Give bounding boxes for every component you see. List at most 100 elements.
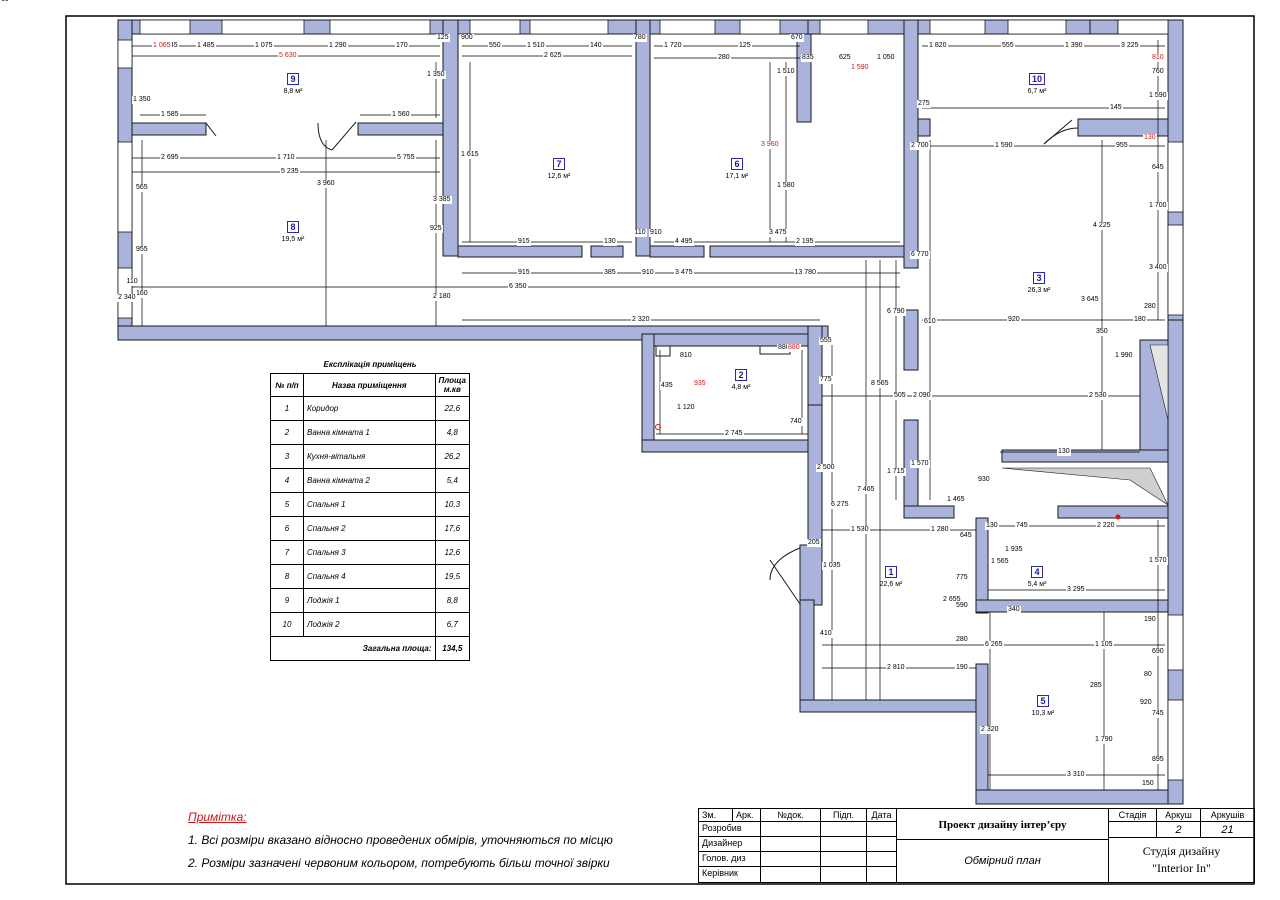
dimension-label: 4 225 [1092,222,1112,230]
total-label: Загальна площа: [270,636,436,661]
tb-studio: Студія дизайну "Interior In" [1109,838,1255,883]
dimension-label: 435 [660,382,674,390]
dimension-label: 150 [1141,780,1155,788]
room-number: 4 [1031,566,1043,578]
notes-title: Примітка: [188,810,247,824]
row-number: 4 [270,468,304,493]
dimension-label: 2 745 [724,430,744,438]
dimension-label: 145 [1109,104,1123,112]
dimension-label: 895 [1151,756,1165,764]
dimension-label-red: 935 [693,380,707,388]
tb-col-doc: №док. [761,808,821,822]
dimension-label: 955 [1115,142,1129,150]
room-name: Лоджія 2 [303,612,436,637]
room-area-value: 26,2 [434,444,471,469]
dimension-label: 3 475 [674,269,694,277]
dimension-label: 3 475 [768,229,788,237]
dimension-label: 280 [955,636,969,644]
room-number: 7 [553,158,565,170]
room-area-value: 4,8 [434,420,471,445]
dimension-label: 410 [819,630,833,638]
dimension-label: 1 935 [1004,546,1024,554]
tb-sheet-value: 2 [1157,822,1201,838]
dimension-label: 7 465 [856,486,876,494]
dimension-label: 915 [517,269,531,277]
room-label-2: 2 4,8 м² [726,369,756,391]
room-name: Спальня 3 [303,540,436,565]
dimension-label-red: 1 590 [850,64,870,72]
dimension-label: 1 590 [994,142,1014,150]
room-label-3: 3 26,3 м² [1024,272,1054,294]
dimension-label: 3 225 [1120,42,1140,50]
dimension-label: 1 350 [132,96,152,104]
dimension-label: 1 720 [663,42,683,50]
dimension-label: 690 [1151,648,1165,656]
dimension-label: 810 [679,352,693,360]
tb-studio-label: Студія дизайну [1142,844,1221,858]
dimension-label: 1 820 [928,42,948,50]
room-label-10: 10 6,7 м² [1022,73,1052,95]
room-area: 17,1 м² [725,173,749,180]
dimension-label: 130 [1057,448,1071,456]
dimension-label: 2 530 [1088,392,1108,400]
row-number: 7 [270,540,304,565]
dimension-label: 125 [436,34,450,42]
room-area: 4,8 м² [731,384,751,391]
row-number: 3 [270,444,304,469]
dimension-label: 550 [488,42,502,50]
dimension-label: 1 075 [254,42,274,50]
dimension-label: 280 [1143,303,1157,311]
row-number: 5 [270,492,304,517]
tb-col-zm: Зм. [699,808,733,822]
dimension-label: 2 320 [631,316,651,324]
room-area: 22,6 м² [879,581,903,588]
tb-empty [867,867,897,883]
title-block: Зм. Арк. №док. Підп. Дата Розробив Дизай… [698,808,1255,883]
tb-role-2: Дизайнер [699,837,761,852]
dimension-label: 1 590 [1148,92,1168,100]
dimension-label: 745 [1015,522,1029,530]
dimension-label: 2 220 [1096,522,1116,530]
dimension-label: 780 [633,34,647,42]
dimension-label: 3 295 [1066,586,1086,594]
dimension-label: 8 565 [870,380,890,388]
dimension-label: 13 780 [793,269,817,277]
dimension-label: 2 500 [816,464,836,472]
room-number: 6 [731,158,743,170]
tb-project-title: Проект дизайну інтер’єру [897,808,1109,840]
tb-empty [761,837,821,852]
room-area-value: 6,7 [434,612,471,637]
dimension-label: 625 [838,54,852,62]
room-area-value: 5,4 [434,468,471,493]
tb-col-sign: Підп. [821,808,867,822]
dimension-label: 900 [460,34,474,42]
dimension-label: 3 310 [1066,771,1086,779]
dimension-label: 1 790 [1094,736,1114,744]
dimension-label: 140 [589,42,603,50]
room-number: 2 [735,369,747,381]
dimension-label: 3 385 [432,196,452,204]
room-area-value: 19,5 [434,564,471,589]
note-line-2: 2. Розміри зазначені червоним кольором, … [188,856,610,870]
dimension-label: 915 [517,238,531,246]
room-name: Кухня-вітальня [303,444,436,469]
room-number: 9 [287,73,299,85]
room-label-7: 7 12,6 м² [544,158,574,180]
dimension-label: 645 [1151,164,1165,172]
room-area: 10,3 м² [1031,710,1055,717]
dimension-label: 1 105 [1094,641,1114,649]
header-number: № п/п [270,373,304,397]
explication-table: Експлікація приміщень № п/п Назва приміщ… [270,360,471,661]
room-label-9: 9 8,8 м² [278,73,308,95]
room-area: 12,6 м² [547,173,571,180]
